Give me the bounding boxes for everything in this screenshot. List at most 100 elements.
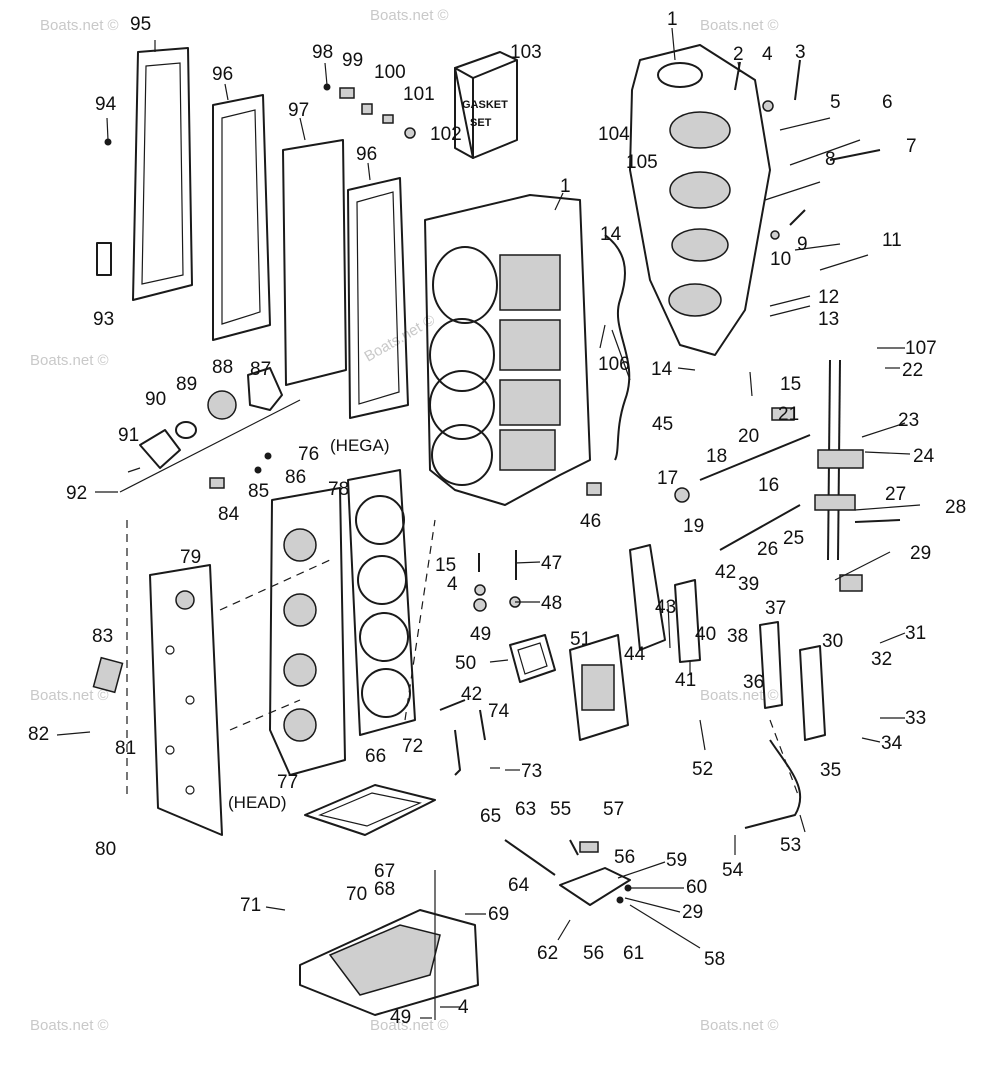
callout-number: 98 [312,42,333,63]
callout-number: 8 [825,149,836,170]
callout-number: 44 [624,644,646,665]
watermark: Boats.net © [370,7,449,24]
small-hardware-98-102 [323,62,416,139]
callout-number: 101 [403,84,435,105]
callout-number: 24 [913,446,935,467]
callout-number: 65 [480,806,501,827]
gasket-set-label: GASKET [462,99,508,111]
callout-number: 45 [652,414,673,435]
callout-number: 1 [667,9,678,30]
callout-number: 27 [885,484,906,505]
watermark: Boats.net © [700,1017,779,1034]
reed-assembly-51 [569,634,629,741]
callout-number: 56 [583,943,604,964]
callout-number: 14 [651,359,673,380]
bracket-35 [799,645,826,741]
callout-number: 58 [704,949,725,970]
bracket-36 [759,621,783,709]
callout-number: 93 [93,309,114,330]
crankcase-bolts [734,59,881,317]
callout-number: 105 [626,152,658,173]
callout-number: 42 [715,562,736,583]
callout-number: 76 [298,444,319,465]
watermark: Boats.net © [30,1017,109,1034]
callout-number: 85 [248,481,269,502]
spark-plug-83 [92,656,124,694]
throttle-linkage [674,359,901,592]
callout-number: 14 [600,224,622,245]
callout-number: 99 [342,50,363,71]
callout-number: 26 [757,539,778,560]
callout-number: 38 [727,626,748,647]
callout-number: 55 [550,799,571,820]
callout-number: 53 [780,835,801,856]
callout-number: 54 [722,860,744,881]
callout-number: 1 [560,176,571,197]
callout-number: 92 [66,483,87,504]
crankcase-1 [629,44,771,356]
callout-number: 82 [28,724,49,745]
callout-number: 81 [115,738,136,759]
gasket-set-label: SET [470,117,492,129]
callout-number: 59 [666,850,687,871]
callout-number: 70 [346,884,367,905]
wire-45 [604,234,631,461]
callout-number: 95 [130,14,151,35]
exhaust-gasket-96 [212,94,271,341]
callout-number: 103 [510,42,542,63]
callout-number: 3 [795,42,806,63]
cover-90 [139,429,181,469]
callout-number: 36 [743,672,764,693]
callout-number: 4 [447,574,458,595]
callout-number: 2 [733,44,744,65]
gasket-set-box-103: GASKET SET [454,51,518,159]
callout-number: 37 [765,598,786,619]
callout-number: 104 [598,124,630,145]
callout-number: 29 [682,902,703,923]
callout-number: 46 [580,511,601,532]
callout-number: 15 [780,374,801,395]
watermark: Boats.net © [30,352,109,369]
callout-number: 57 [603,799,624,820]
callout-number: 16 [758,475,779,496]
callout-number: 30 [822,631,843,652]
callout-number: 64 [508,875,530,896]
callout-number: 18 [706,446,727,467]
decal-93 [96,242,112,276]
callout-number: 48 [541,593,562,614]
callout-number: 52 [692,759,713,780]
gasket-plates-group [96,47,409,419]
callout-number: 100 [374,62,406,83]
callout-number: 90 [145,389,166,410]
callout-number: 11 [882,230,902,251]
callout-number: 22 [902,360,923,381]
callout-number: 78 [328,479,349,500]
callout-number: 77 [277,772,298,793]
callout-number: 102 [430,124,462,145]
callout-number: 7 [906,136,917,157]
callout-number: 4 [762,44,773,65]
callout-number: 12 [818,287,839,308]
gasket-87 [247,367,283,411]
callout-number: 20 [738,426,759,447]
callout-number: 56 [614,847,635,868]
callout-number: 28 [945,497,966,518]
callout-number: 9 [797,234,808,255]
callout-number: 63 [515,799,536,820]
caption-hega: (HEGA) [330,436,390,455]
callout-number: 60 [686,877,707,898]
bracket-41 [674,579,701,663]
callout-number: 72 [402,736,423,757]
callout-number: 23 [898,410,919,431]
bracket-44 [629,544,666,651]
exhaust-plate-97 [282,139,347,386]
exhaust-gasket-96-right [347,177,409,419]
callout-number: 41 [675,670,696,691]
callout-number: 33 [905,708,926,729]
callout-number: 49 [390,1007,411,1028]
watermark: Boats.net © [700,17,779,34]
callout-number: 74 [488,701,510,722]
exhaust-cover-gasket-95 [132,47,193,301]
